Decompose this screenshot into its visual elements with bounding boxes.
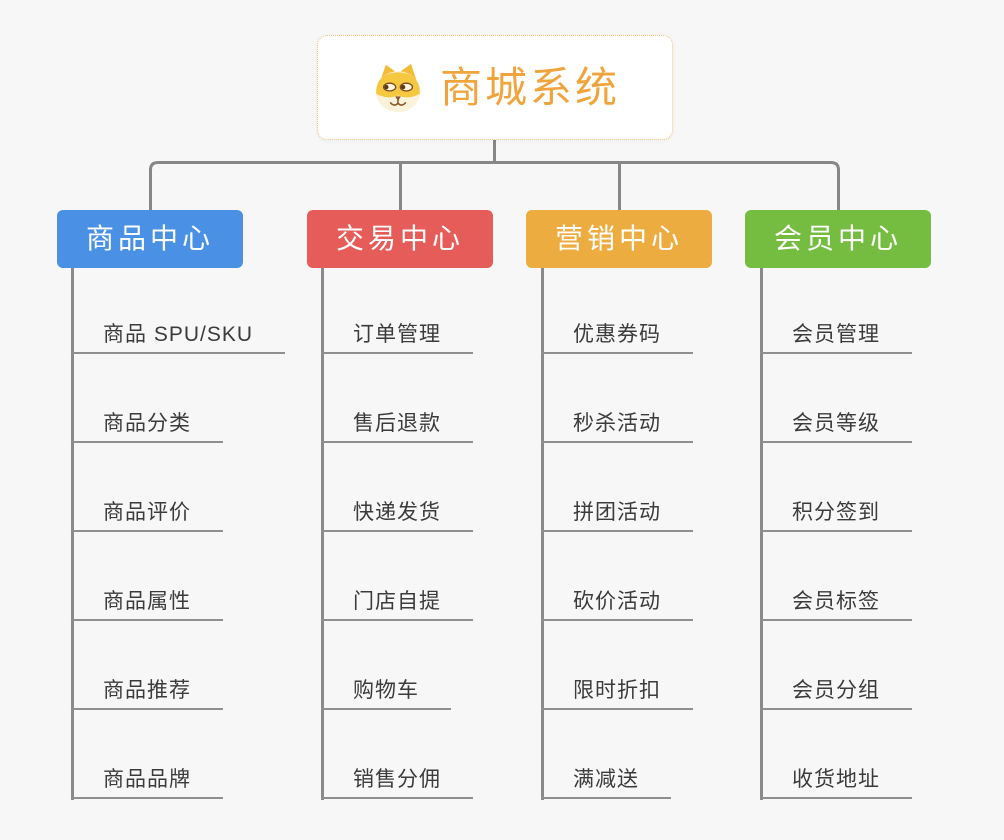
leaf-topic[interactable]: 收货地址	[760, 767, 912, 799]
branch-node-trade-center[interactable]: 交易中心	[307, 210, 493, 268]
branch-spine	[71, 268, 74, 800]
leaf-topic[interactable]: 积分签到	[760, 500, 912, 532]
shiba-dog-icon	[375, 63, 421, 112]
leaf-topic[interactable]: 会员标签	[760, 589, 912, 621]
branch-node-marketing-center[interactable]: 营销中心	[526, 210, 712, 268]
leaf-topic[interactable]: 优惠券码	[541, 322, 693, 354]
leaf-topic[interactable]: 商品评价	[71, 500, 223, 532]
leaf-topic[interactable]: 拼团活动	[541, 500, 693, 532]
leaf-topic[interactable]: 销售分佣	[321, 767, 473, 799]
leaf-topic[interactable]: 售后退款	[321, 411, 473, 443]
leaf-topic[interactable]: 会员等级	[760, 411, 912, 443]
leaf-topic[interactable]: 商品分类	[71, 411, 223, 443]
leaf-topic[interactable]: 秒杀活动	[541, 411, 693, 443]
leaf-topic[interactable]: 门店自提	[321, 589, 473, 621]
leaf-topic[interactable]: 砍价活动	[541, 589, 693, 621]
branch-spine	[321, 268, 324, 800]
branch-node-product-center[interactable]: 商品中心	[57, 210, 243, 268]
root-node[interactable]: 商城系统	[317, 35, 673, 140]
leaf-topic[interactable]: 商品 SPU/SKU	[71, 322, 286, 354]
branch-spine	[541, 268, 544, 800]
branch-node-member-center[interactable]: 会员中心	[745, 210, 931, 268]
leaf-topic[interactable]: 商品推荐	[71, 678, 223, 710]
leaf-topic[interactable]: 购物车	[321, 678, 451, 710]
leaf-topic[interactable]: 商品品牌	[71, 767, 223, 799]
branch-spine	[760, 268, 763, 800]
root-label: 商城系统	[439, 63, 620, 111]
leaf-topic[interactable]: 快递发货	[321, 500, 473, 532]
leaf-topic[interactable]: 满减送	[541, 767, 671, 799]
leaf-topic[interactable]: 订单管理	[321, 322, 473, 354]
branch-bus-line	[149, 161, 840, 210]
leaf-topic[interactable]: 会员管理	[760, 322, 912, 354]
leaf-topic[interactable]: 会员分组	[760, 678, 912, 710]
leaf-topic[interactable]: 限时折扣	[541, 678, 693, 710]
leaf-topic[interactable]: 商品属性	[71, 589, 223, 621]
